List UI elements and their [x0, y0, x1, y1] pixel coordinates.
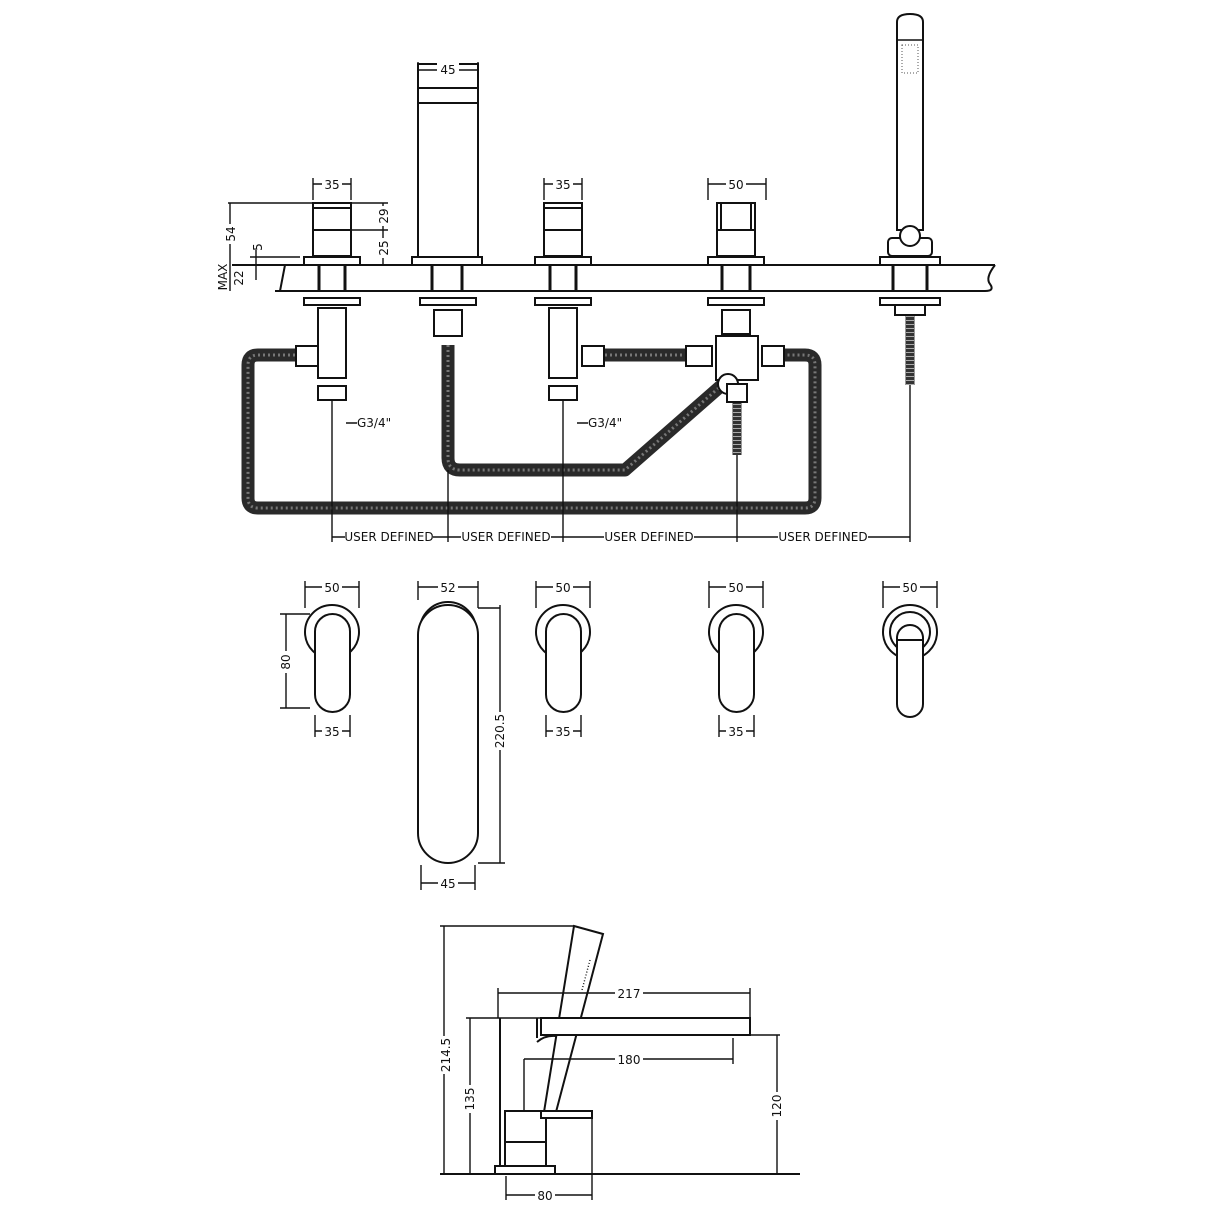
spacing-label-4: USER DEFINED — [778, 530, 867, 544]
dim-plan-handle1-lever: 35 — [324, 725, 339, 739]
dim-outlet-height: 120 — [770, 1095, 784, 1118]
handle-left — [303, 202, 361, 291]
dim-deck-thickness: 22 — [232, 270, 246, 285]
handle-right — [534, 202, 592, 291]
dim-spout-height: 135 — [463, 1088, 477, 1111]
dim-plan-handle1-width: 50 — [324, 581, 339, 595]
dim-plan-handle2-lever: 35 — [555, 725, 570, 739]
valve-left — [295, 297, 361, 401]
dim-outlet-reach: 180 — [618, 1053, 641, 1067]
side-spout — [540, 1017, 751, 1036]
dim-plan-spout-tip: 45 — [440, 877, 455, 891]
plan-spout — [417, 601, 479, 864]
spout — [411, 63, 483, 291]
diverter — [707, 202, 765, 291]
plan-diverter — [708, 604, 764, 713]
dim-plan-handle2-width: 50 — [555, 581, 570, 595]
dim-overall-height: 54 — [224, 226, 238, 241]
side-lever — [540, 1110, 593, 1119]
dim-handle-mid-width: 35 — [555, 178, 570, 192]
dim-handle-lower: 25 — [377, 240, 391, 255]
side-view: 214.5 135 120 217 180 80 — [437, 924, 800, 1203]
hoses — [241, 312, 915, 515]
dim-spout-width: 45 — [440, 63, 455, 77]
dim-spout-reach: 217 — [618, 987, 641, 1001]
deck-break — [984, 264, 996, 292]
top-dimensions: 45 35 35 50 54 5 29 25 MAX 22 G3/4" G3/4… — [216, 62, 911, 544]
spacing-label-3: USER DEFINED — [604, 530, 693, 544]
thread-right: G3/4" — [588, 416, 622, 430]
side-body — [504, 1110, 547, 1167]
dim-diverter-width: 50 — [728, 178, 743, 192]
deck-max-label: MAX — [216, 264, 230, 291]
plan-view: 50 52 50 50 50 80 35 35 35 220.5 45 — [279, 580, 938, 891]
dim-handle-upper: 29 — [377, 208, 391, 223]
dim-handle-left-width: 35 — [324, 178, 339, 192]
thread-left: G3/4" — [357, 416, 391, 430]
plan-handle-2 — [535, 604, 591, 713]
diverter-body — [685, 297, 785, 403]
spacing-label-1: USER DEFINED — [344, 530, 433, 544]
dim-plan-diverter-width: 50 — [728, 581, 743, 595]
dim-plan-spout-length: 220.5 — [493, 714, 507, 748]
valve-right — [534, 297, 605, 401]
dim-plan-handset-width: 50 — [902, 581, 917, 595]
plan-handle-1 — [304, 604, 360, 713]
dim-flange-height: 5 — [251, 243, 265, 251]
plan-handset — [882, 604, 938, 718]
dim-plan-spout-width: 52 — [440, 581, 455, 595]
dim-plan-handle-height: 80 — [279, 654, 293, 669]
handset — [879, 12, 941, 291]
spacing-label-2: USER DEFINED — [461, 530, 550, 544]
dim-plan-diverter-lever: 35 — [728, 725, 743, 739]
handset-connector — [879, 297, 941, 316]
dim-total-height: 214.5 — [439, 1038, 453, 1072]
valve-spout — [419, 297, 477, 337]
side-base — [494, 1165, 556, 1175]
dim-base-width: 80 — [537, 1189, 552, 1203]
